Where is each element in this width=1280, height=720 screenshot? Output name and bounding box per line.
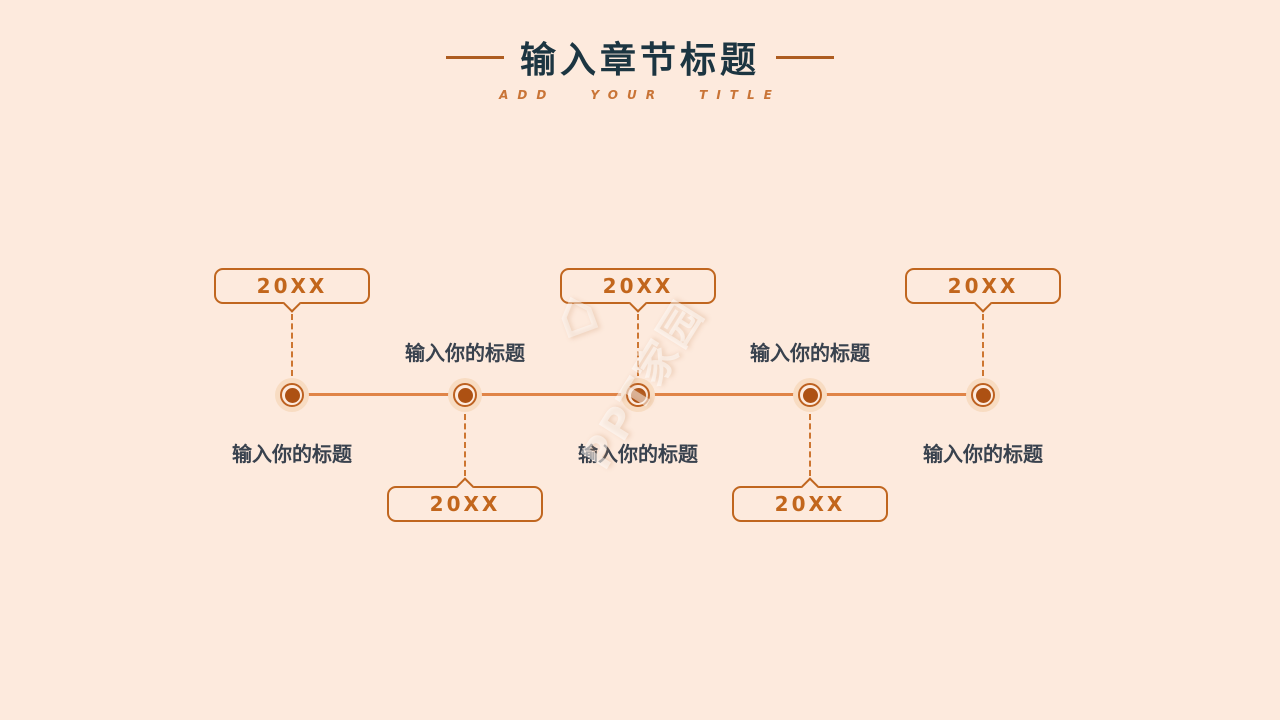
connector-dashed-line <box>291 314 293 376</box>
node-ring <box>798 383 822 407</box>
title-rule-right <box>776 55 834 59</box>
timeline-item-2: 20XX 输入你的标题 <box>365 268 565 528</box>
year-label: 20XX <box>256 274 328 298</box>
timeline-item-1: 20XX 输入你的标题 <box>192 268 392 528</box>
title-rule-left <box>445 55 504 59</box>
year-label: 20XX <box>774 492 846 516</box>
timeline-node <box>448 378 482 412</box>
timeline-node <box>621 378 655 412</box>
timeline-item-4: 20XX 输入你的标题 <box>710 268 910 528</box>
year-label: 20XX <box>602 274 674 298</box>
item-title: 输入你的标题 <box>578 442 698 466</box>
timeline-node <box>966 378 1000 412</box>
item-title: 输入你的标题 <box>405 341 525 365</box>
connector-dashed-line <box>464 414 466 476</box>
slide-header: 输入章节标题 ADD YOUR TITLE <box>0 34 1280 102</box>
node-core <box>457 387 473 403</box>
node-ring <box>280 383 304 407</box>
node-core <box>284 387 300 403</box>
timeline-item-3: 20XX 输入你的标题 <box>538 268 738 528</box>
node-core <box>630 387 646 403</box>
year-badge: 20XX <box>387 477 543 522</box>
year-badge: 20XX <box>560 268 716 313</box>
connector-dashed-line <box>809 414 811 476</box>
item-title: 输入你的标题 <box>232 442 352 466</box>
year-label: 20XX <box>429 492 501 516</box>
item-title: 输入你的标题 <box>923 442 1043 466</box>
connector-dashed-line <box>637 314 639 376</box>
node-ring <box>626 383 650 407</box>
year-label: 20XX <box>947 274 1019 298</box>
node-core <box>975 387 991 403</box>
title-row: 输入章节标题 <box>0 34 1280 81</box>
node-ring <box>453 383 477 407</box>
year-badge: 20XX <box>905 268 1061 313</box>
connector-dashed-line <box>982 314 984 376</box>
page-subtitle: ADD YOUR TITLE <box>499 88 781 102</box>
year-badge: 20XX <box>214 268 370 313</box>
timeline-node <box>275 378 309 412</box>
item-title: 输入你的标题 <box>750 341 870 365</box>
node-ring <box>971 383 995 407</box>
timeline-node <box>793 378 827 412</box>
timeline-item-5: 20XX 输入你的标题 <box>883 268 1083 528</box>
page-title: 输入章节标题 <box>519 40 760 81</box>
node-core <box>802 387 818 403</box>
year-badge: 20XX <box>732 477 888 522</box>
